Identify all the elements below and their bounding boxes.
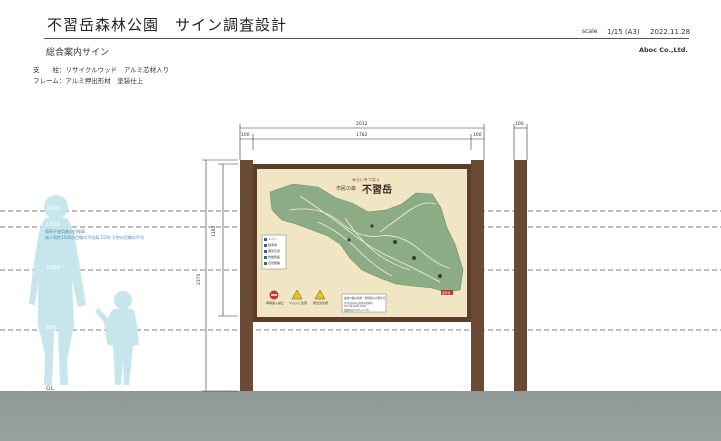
drawing-title: 不習岳森林公園 サイン調査設計 [47,16,288,34]
dim-right-post: 100 [473,133,482,138]
spec-post: 支 柱：リサイクルウッド アルミ芯材入り [33,66,170,74]
scale-label: scale [582,28,598,35]
bear-warning-icon [314,289,326,300]
title-divider [44,38,689,39]
map-subtitle: みらいをつなぐ [352,177,380,182]
map-markers [347,224,442,278]
dim-left-post: 100 [241,133,250,138]
level-1500-label: 1500 [46,222,60,228]
left-post [240,160,253,391]
dim-total-height: 2370 [197,273,202,285]
level-1800-label: 1800 [46,206,60,212]
current-location-label: 展望台 [442,290,451,295]
legend-item-nature: 自然散策 [268,261,281,265]
dimension-lines [202,124,528,392]
legend-icons [264,238,267,265]
dim-side-post: 100 [515,122,524,127]
ground-level-label: GL [46,385,54,392]
legend-item-viewpoint: 展望広場 [268,249,281,253]
no-entry-bar-icon [271,294,277,296]
dim-panel-width: 1782 [356,133,368,138]
warning-label-no-entry: 車両進入禁止 [266,301,285,305]
spec-frame: フレーム：アルミ押出形材 塗装仕上 [33,77,144,85]
info-box [341,293,387,313]
map-trails [289,195,451,283]
legend-item-parking: 駐車場 [268,243,278,247]
ground-area [0,391,721,441]
current-location-marker [441,290,453,295]
level-1000-label: 1000 [46,265,60,271]
map-title: 不習岳 [362,185,392,196]
legend-item-rest: 休憩施設 [268,255,281,259]
company-name: Aboc Co.,Ltd. [639,46,688,54]
dim-total-width: 2012 [356,122,368,127]
dim-panel-height: 1182 [212,225,217,237]
info-line: 不習岳森林公園管理事務所 [344,302,373,305]
sign-type-subtitle: 総合案内サイン [46,48,110,58]
eye-level-note-2: 成人男性1500の目線の平均高 1550 子供の目線の平均 [45,235,144,240]
human-silhouette-adult [29,195,86,385]
info-line: 開園時間 9:00〜17:00 [344,309,369,312]
human-silhouette-child [95,291,139,385]
map-title-prefix: 市民の森 [336,186,357,192]
eye-level-note-1: 車椅子使用者の目線高 [45,229,85,234]
right-post [471,160,484,391]
warning-label-snake: マムシに注意 [289,301,308,305]
warning-label-bear: 熊出没注意 [313,301,329,305]
scale-value: 1/15 (A3) [607,28,640,36]
drawing-date: 2022.11.28 [650,28,691,36]
info-title: 森林公園の利用・管理者のお問合せ [344,297,386,300]
side-view-post [514,160,527,391]
legend-item-toilet: トイレ [268,237,278,241]
snake-warning-icon [291,289,303,300]
info-line: TEL 00-0000-0000 [344,304,366,308]
level-500-label: 500 [46,325,57,331]
